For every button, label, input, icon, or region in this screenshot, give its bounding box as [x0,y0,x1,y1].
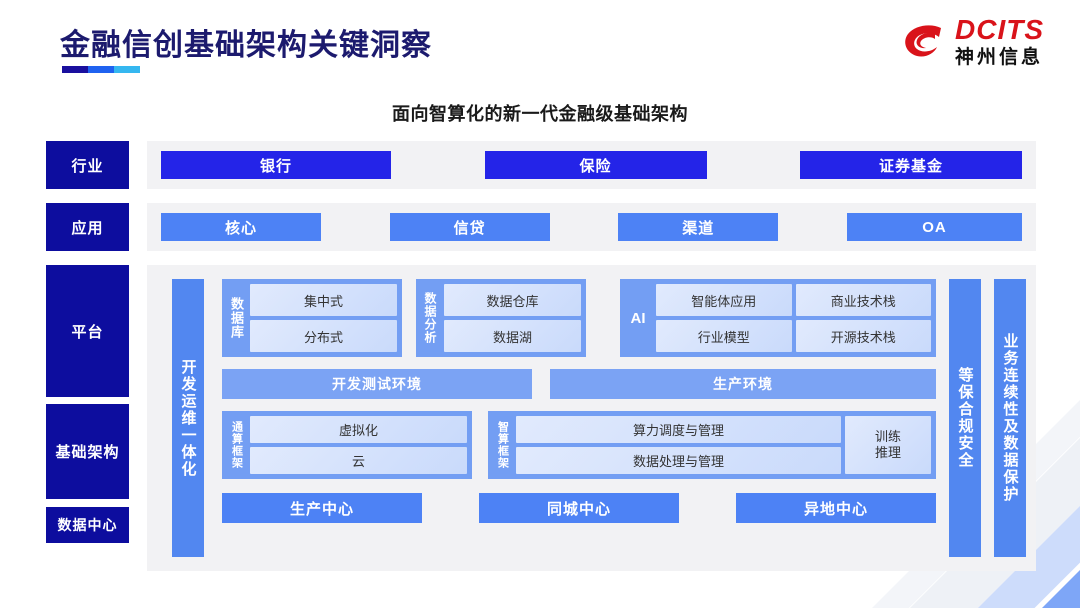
cell-virtualization[interactable]: 虚拟化 [250,416,467,443]
application-item-channel[interactable]: 渠道 [618,213,779,241]
company-logo: DCITS 神州信息 [901,16,1044,67]
center-metro[interactable]: 同城中心 [479,493,679,523]
row-label-industry: 行业 [46,141,129,189]
architecture-diagram: 行业 银行 保险 证券基金 应用 核心 信贷 渠道 OA [46,141,1036,571]
group-label-ai: AI [630,309,646,327]
cell-inference-label: 推理 [874,445,901,460]
group-ai: AI 智能体应用 商业技术栈 行业模型 开源技术栈 [620,279,936,357]
application-item-core[interactable]: 核心 [161,213,321,241]
cell-agent-application[interactable]: 智能体应用 [656,284,792,316]
group-label-general-compute: 通算框架 [230,421,243,469]
env-production[interactable]: 生产环境 [550,369,936,399]
logo-text-cn: 神州信息 [955,47,1044,68]
cell-open-source-tech-stack[interactable]: 开源技术栈 [795,320,931,352]
env-dev-test[interactable]: 开发测试环境 [222,369,532,399]
cell-commercial-tech-stack[interactable]: 商业技术栈 [795,284,931,316]
industry-item-bank[interactable]: 银行 [161,151,391,179]
title-underline-rule [62,66,140,73]
cell-compute-scheduling[interactable]: 算力调度与管理 [516,416,841,443]
group-label-data-analysis: 数据分析 [423,292,437,344]
row-label-infrastructure: 基础架构 [46,404,129,499]
group-label-ai-compute: 智算框架 [496,421,509,469]
industry-item-securities-fund[interactable]: 证券基金 [800,151,1022,179]
row-label-datacenter: 数据中心 [46,507,129,543]
cell-data-lake[interactable]: 数据湖 [444,320,581,352]
cell-data-warehouse[interactable]: 数据仓库 [444,284,581,316]
application-item-oa[interactable]: OA [846,213,1022,241]
center-remote[interactable]: 异地中心 [736,493,936,523]
application-item-credit[interactable]: 信贷 [389,213,550,241]
row-industry: 行业 银行 保险 证券基金 [46,141,1036,189]
platform-inner-content: 数据库 集中式 分布式 数据分析 数据仓库 数据湖 [222,279,936,557]
cell-distributed[interactable]: 分布式 [250,320,397,352]
group-database: 数据库 集中式 分布式 [222,279,402,357]
row-panel-application: 核心 信贷 渠道 OA [147,203,1036,251]
cell-train-label: 训练 [874,429,901,444]
row-label-platform: 平台 [46,265,129,397]
business-continuity-vertical-bar[interactable]: 业务连续性及数据保护 [994,279,1026,557]
swirl-logo-icon [901,19,947,65]
industry-item-insurance[interactable]: 保险 [484,151,707,179]
group-ai-compute-framework: 智算框架 算力调度与管理 数据处理与管理 训练 推理 [488,411,936,479]
platform-infrastructure-panel: 开发运维一体化 等保合规安全 业务连续性及数据保护 数据库 集中式 分布式 数据… [147,265,1036,571]
center-production[interactable]: 生产中心 [222,493,422,523]
subtitle: 面向智算化的新一代金融级基础架构 [392,104,688,124]
row-panel-industry: 银行 保险 证券基金 [147,141,1036,189]
devops-vertical-bar[interactable]: 开发运维一体化 [172,279,204,557]
cell-industry-model[interactable]: 行业模型 [656,320,792,352]
group-label-database: 数据库 [229,297,244,339]
row-label-application: 应用 [46,203,129,251]
group-data-analysis: 数据分析 数据仓库 数据湖 [416,279,586,357]
logo-text-en: DCITS [955,14,1044,45]
compliance-security-vertical-bar[interactable]: 等保合规安全 [949,279,981,557]
group-general-compute-framework: 通算框架 虚拟化 云 [222,411,472,479]
header: 金融信创基础架构关键洞察 DCITS 神州信息 [0,0,1080,90]
cell-centralized[interactable]: 集中式 [250,284,397,316]
cell-data-processing[interactable]: 数据处理与管理 [516,447,841,474]
cell-train-inference[interactable]: 训练 推理 [845,416,931,474]
page-title: 金融信创基础架构关键洞察 [60,29,432,62]
row-application: 应用 核心 信贷 渠道 OA [46,203,1036,251]
cell-cloud[interactable]: 云 [250,447,467,474]
